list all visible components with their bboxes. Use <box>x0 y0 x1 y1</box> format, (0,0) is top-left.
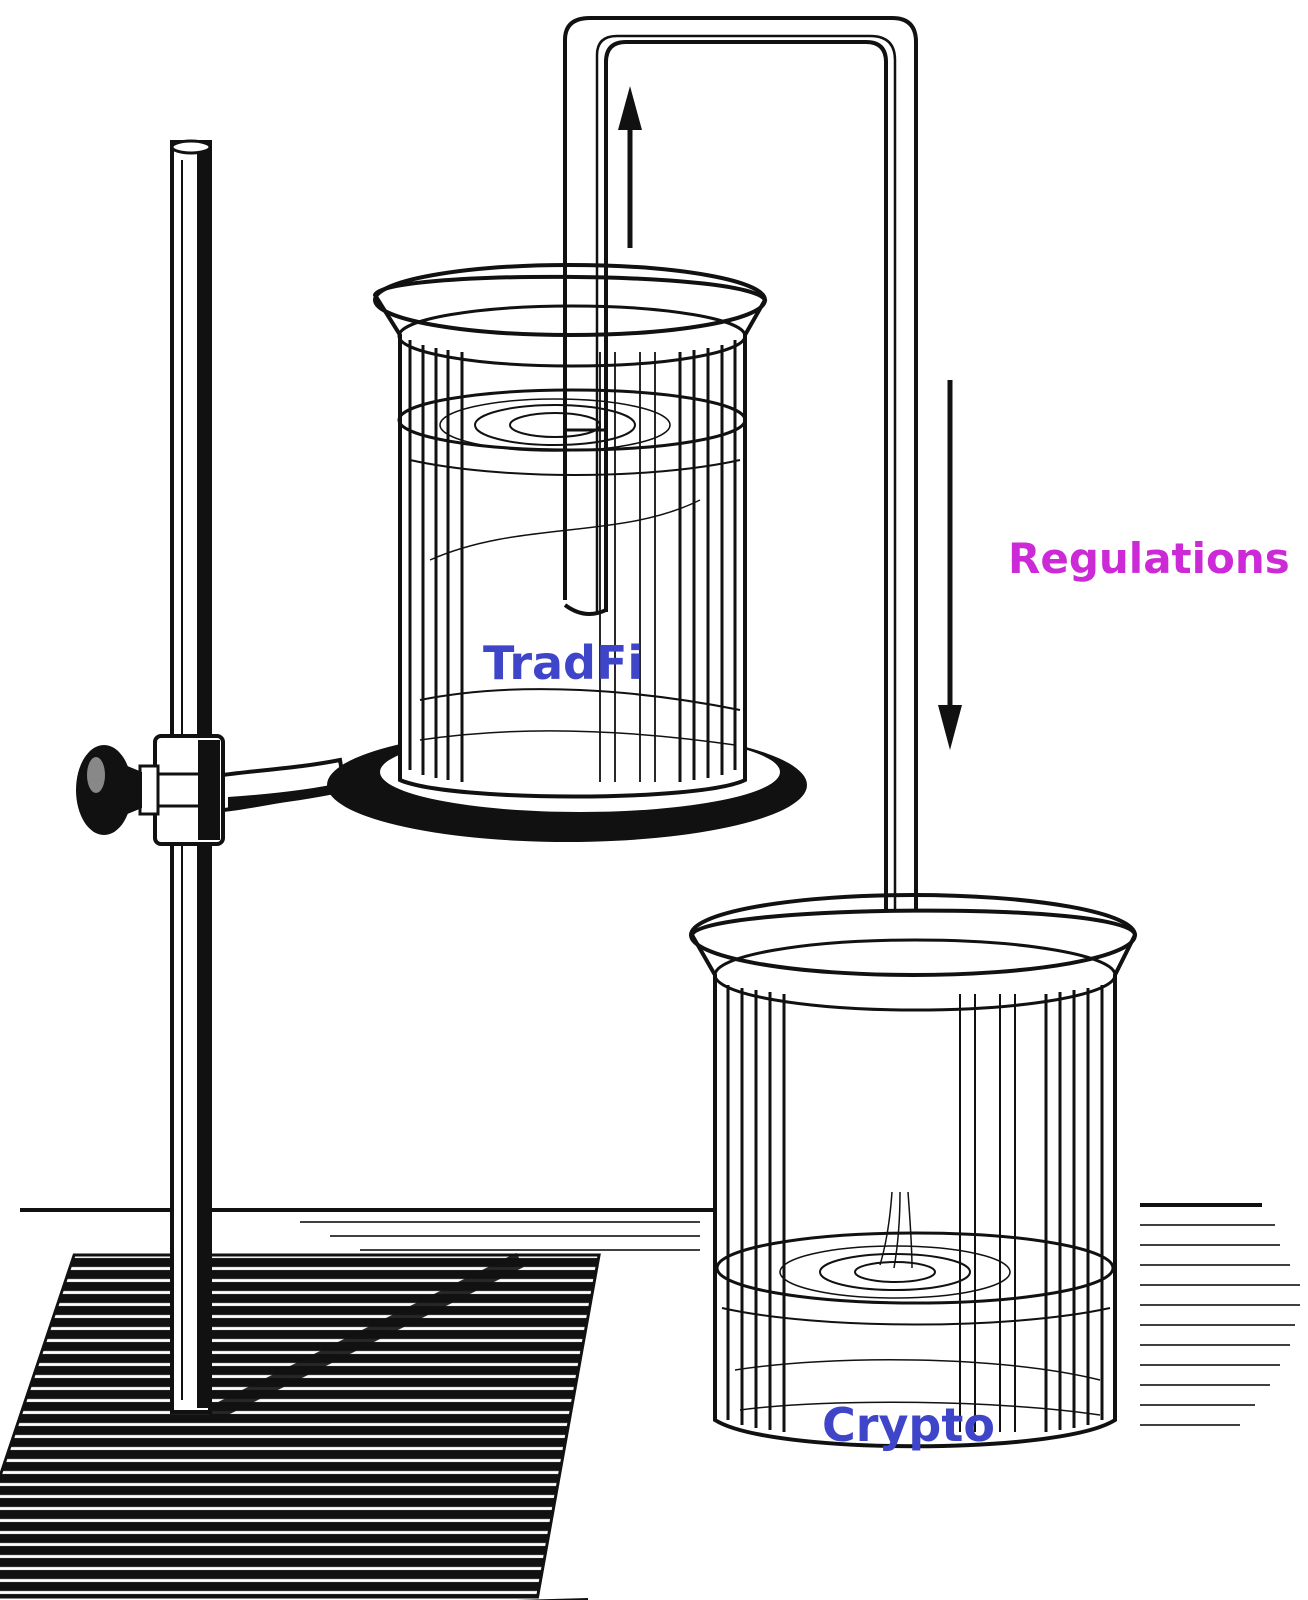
knob <box>76 745 132 835</box>
arrow-up-icon <box>618 86 642 248</box>
tradfi-label: TradFi <box>483 636 644 690</box>
ribbed-plate <box>0 1253 601 1599</box>
lower-beaker <box>689 893 1138 1449</box>
table <box>20 1203 1300 1426</box>
clamp <box>76 734 348 846</box>
regulations-label: Regulations <box>1008 534 1290 583</box>
crypto-label: Crypto <box>822 1398 995 1452</box>
upper-beaker <box>372 263 768 799</box>
siphon-tube <box>563 16 918 1190</box>
arrow-down-icon <box>938 380 962 750</box>
